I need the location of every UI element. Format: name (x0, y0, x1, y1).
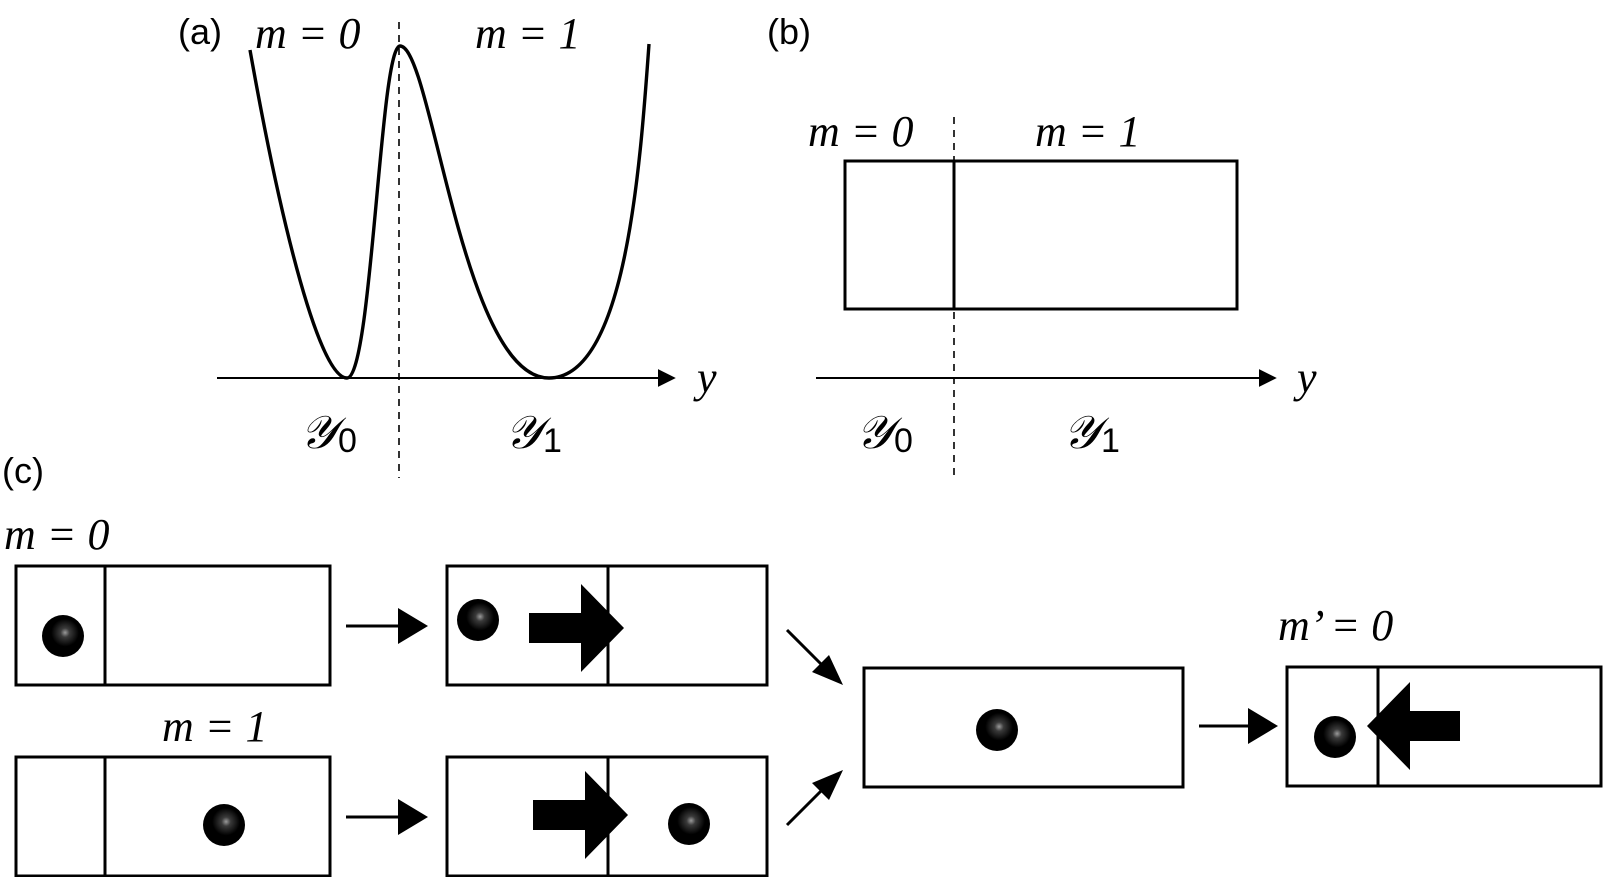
box-m0-shift (445, 564, 769, 687)
particle (42, 615, 84, 657)
panel-b-label: (b) (767, 11, 811, 52)
panel-a-m1-label: m = 1 (475, 9, 580, 58)
box-m1-initial (14, 755, 332, 877)
panel-c-mprime-label: m’ = 0 (1278, 601, 1393, 650)
panel-a-region0-subscript: 0 (338, 422, 357, 460)
panel-c-m0-label: m = 0 (4, 510, 109, 559)
box-merged-no-wall (862, 666, 1185, 789)
panel-a-double-well-potential (248, 43, 651, 380)
bold-arrow-right-icon (529, 584, 624, 672)
panel-b-box (843, 159, 1239, 311)
panel-b-region0-subscript: 0 (894, 422, 913, 460)
panel-b-region1-subscript: 1 (1101, 422, 1120, 460)
panel-a-label: (a) (178, 11, 222, 52)
particle (668, 803, 710, 845)
box-m1-shift (445, 755, 769, 877)
panel-a-region1-subscript: 1 (543, 422, 562, 460)
arrow-right-row2 (346, 799, 428, 835)
box-m0-initial (14, 564, 332, 687)
panel-b: (b) m = 0 m = 1 y 𝒴 0 𝒴 1 (767, 11, 1317, 478)
panel-a-axis-label: y (693, 353, 717, 402)
bold-arrow-right-icon (533, 771, 628, 859)
particle (976, 709, 1018, 751)
panel-a: (a) m = 0 m = 1 y 𝒴 0 𝒴 1 (178, 9, 717, 478)
particle (1314, 716, 1356, 758)
panel-c: (c) m = 0 m = 1 m’ = 0 (2, 450, 1603, 877)
panel-b-m0-label: m = 0 (808, 107, 913, 156)
box-reset-mprime0 (1285, 665, 1603, 788)
arrow-right-to-reset (1199, 708, 1278, 744)
particle (457, 599, 499, 641)
arrow-merge-from-row1 (785, 628, 843, 685)
arrow-merge-from-row2 (785, 770, 843, 827)
particle (203, 804, 245, 846)
arrow-right-row1 (346, 608, 428, 644)
panel-b-axis-label: y (1293, 353, 1317, 402)
bold-arrow-left-icon (1367, 682, 1460, 770)
panel-a-m0-label: m = 0 (255, 9, 360, 58)
panel-b-m1-label: m = 1 (1035, 107, 1140, 156)
panel-c-label: (c) (2, 450, 44, 491)
panel-c-m1-label: m = 1 (162, 702, 267, 751)
